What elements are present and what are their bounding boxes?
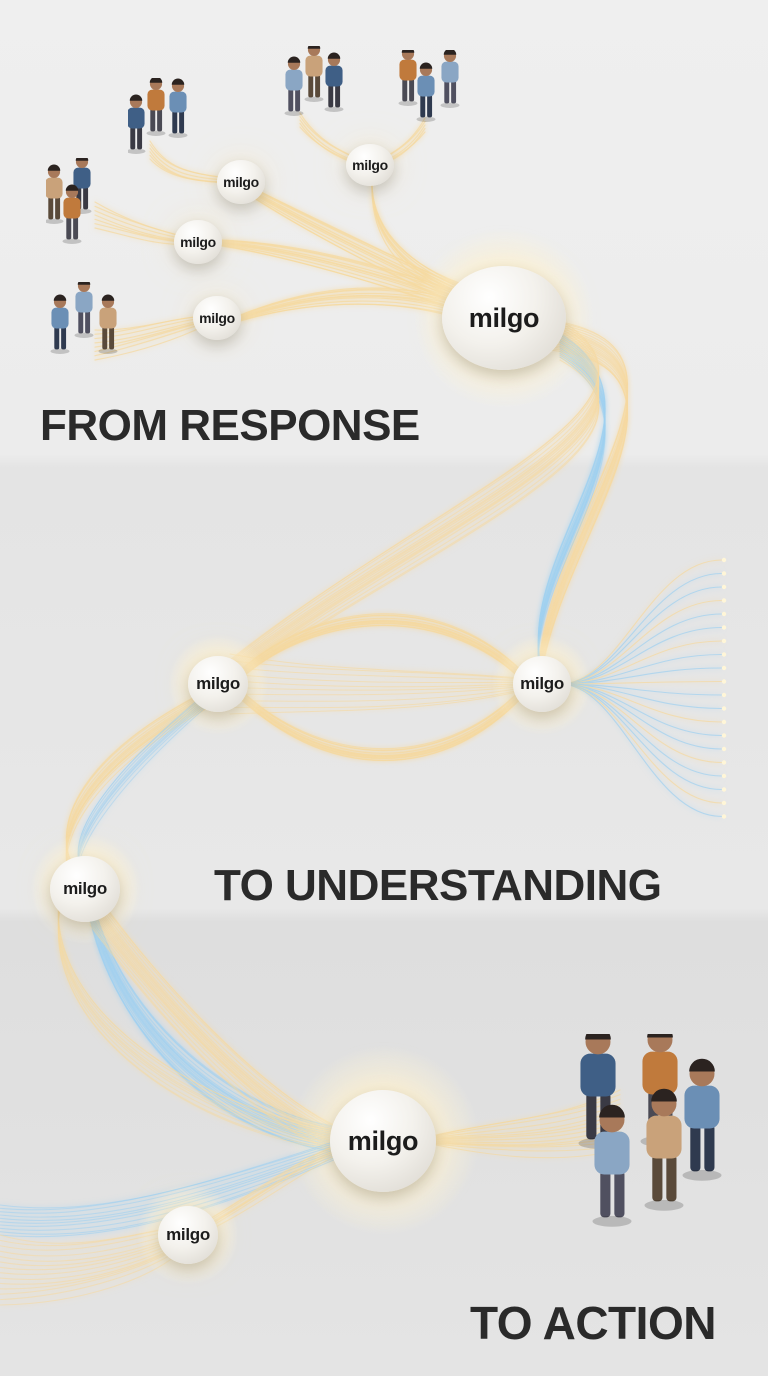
- node-left-mid: milgo: [174, 220, 222, 264]
- node-top-b: milgo: [346, 144, 394, 186]
- headline-to-action: TO ACTION: [470, 1297, 716, 1349]
- people-group-icon: [128, 78, 188, 154]
- people-group-icon: [50, 282, 118, 354]
- people-group-icon: [284, 46, 344, 116]
- node-mid-right: milgo: [513, 656, 571, 712]
- node-side-left: milgo: [50, 856, 120, 922]
- node-hub-bottom: milgo: [330, 1090, 436, 1192]
- people-group-icon: [398, 50, 460, 122]
- node-mid-left: milgo: [188, 656, 248, 712]
- node-left-low: milgo: [193, 296, 241, 340]
- node-hub-top: milgo: [442, 266, 566, 370]
- node-bottom-small: milgo: [158, 1206, 218, 1264]
- headline-from-response: FROM RESPONSE: [40, 401, 420, 450]
- people-group-icon: [578, 1034, 722, 1227]
- people-group-icon: [46, 158, 92, 244]
- node-top-a: milgo: [217, 160, 265, 204]
- headline-to-understanding: TO UNDERSTANDING: [214, 861, 662, 910]
